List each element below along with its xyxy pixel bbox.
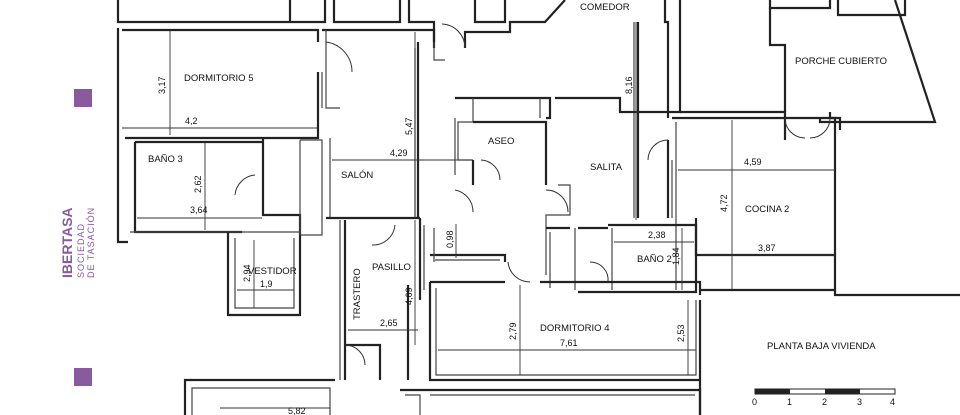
brand-square-bottom bbox=[74, 368, 92, 386]
scale-tick-2: 2 bbox=[822, 397, 827, 407]
scale-tick-4: 4 bbox=[890, 397, 895, 407]
dim-3-87: 3,87 bbox=[758, 243, 776, 253]
room-bano-3: BAÑO 3 bbox=[148, 154, 183, 165]
room-dormitorio-4: DORMITORIO 4 bbox=[540, 323, 610, 334]
dim-4-69: 4,69 bbox=[404, 287, 414, 305]
brand-square-top bbox=[74, 89, 92, 107]
dim-0-98: 0,98 bbox=[445, 230, 455, 248]
dim-1-84: 1,84 bbox=[671, 247, 681, 265]
dim-5-82: 5,82 bbox=[288, 406, 306, 415]
dimension-values: 3,17 4,2 5,47 8,16 4,29 2,62 3,64 4,59 4… bbox=[157, 76, 776, 415]
room-pasillo: PASILLO bbox=[372, 262, 411, 273]
brand-logo: IBERTASA SOCIEDAD DE TASACIÓN bbox=[59, 207, 96, 278]
brand-tagline-2: DE TASACIÓN bbox=[86, 207, 96, 278]
dim-3-64: 3,64 bbox=[190, 205, 208, 215]
dim-5-47: 5,47 bbox=[404, 117, 414, 135]
room-trastero: TRASTERO bbox=[352, 268, 363, 320]
room-cocina-2: COCINA 2 bbox=[745, 204, 789, 215]
room-comedor: COMEDOR bbox=[580, 2, 630, 13]
scale-tick-1: 1 bbox=[787, 397, 792, 407]
room-porche-cubierto: PORCHE CUBIERTO bbox=[795, 56, 887, 67]
dim-8-16: 8,16 bbox=[624, 76, 634, 94]
dim-2-53: 2,53 bbox=[676, 324, 686, 342]
scale-bar: 0 1 2 3 4 bbox=[752, 388, 896, 407]
room-vestidor: VESTIDOR bbox=[248, 266, 297, 277]
room-bano-2: BAÑO 2 bbox=[637, 254, 672, 265]
brand-tagline-1: SOCIEDAD bbox=[76, 223, 86, 278]
walls bbox=[116, 0, 960, 415]
room-dormitorio-5: DORMITORIO 5 bbox=[184, 73, 254, 84]
dim-2-79: 2,79 bbox=[508, 322, 518, 340]
room-labels: COMEDOR DORMITORIO 5 PORCHE CUBIERTO ASE… bbox=[148, 2, 887, 352]
dim-2-65: 2,65 bbox=[380, 318, 398, 328]
brand-name: IBERTASA bbox=[59, 207, 75, 278]
dim-2-94: 2,94 bbox=[242, 264, 252, 282]
dim-4-59: 4,59 bbox=[744, 157, 762, 167]
dim-7-61: 7,61 bbox=[560, 338, 578, 348]
dim-2-38: 2,38 bbox=[648, 230, 666, 240]
room-salon: SALÓN bbox=[341, 170, 373, 181]
scale-tick-0: 0 bbox=[752, 397, 757, 407]
dim-4-72: 4,72 bbox=[719, 194, 729, 212]
dim-4-29: 4,29 bbox=[390, 148, 408, 158]
plan-title: PLANTA BAJA VIVIENDA bbox=[767, 341, 876, 352]
doors bbox=[234, 23, 831, 366]
dimension-lines bbox=[122, 22, 835, 409]
room-aseo: ASEO bbox=[488, 136, 514, 147]
dim-4-2: 4,2 bbox=[185, 116, 198, 126]
dim-1-9: 1,9 bbox=[260, 279, 273, 289]
dim-3-17: 3,17 bbox=[157, 76, 167, 94]
room-salita: SALITA bbox=[590, 162, 623, 173]
scale-tick-3: 3 bbox=[857, 397, 862, 407]
dim-2-62: 2,62 bbox=[193, 175, 203, 193]
